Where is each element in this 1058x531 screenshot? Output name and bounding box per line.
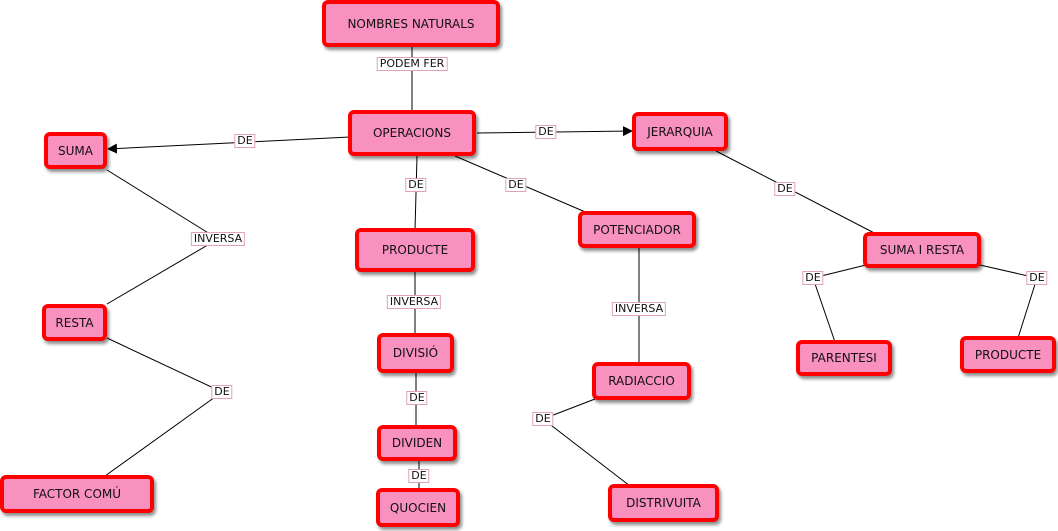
- node-suma[interactable]: SUMA: [44, 132, 107, 169]
- edge-sumaresta-producte-b: [1017, 277, 1038, 339]
- link-label-de-divisio: DE: [406, 391, 428, 405]
- edge-radiaccio-distrivuita-b: [542, 418, 631, 487]
- node-divisio[interactable]: DIVISIÓ: [377, 333, 454, 373]
- link-label-de-suma: DE: [234, 134, 256, 148]
- link-label-de-jerarquia-suma: DE: [774, 182, 796, 196]
- link-label-de-dividen: DE: [408, 469, 430, 483]
- node-producte[interactable]: PRODUCTE: [355, 228, 475, 272]
- node-potenciador[interactable]: POTENCIADOR: [578, 211, 696, 248]
- edge-suma-resta-a: [106, 169, 219, 240]
- node-resta[interactable]: RESTA: [42, 304, 107, 341]
- edge-suma-resta-b: [106, 238, 219, 305]
- link-label-inversa-suma: INVERSA: [190, 232, 246, 246]
- link-label-de-resta: DE: [211, 385, 233, 399]
- edge-jerarquia-sumaresta: [715, 150, 881, 237]
- link-label-inversa-producte: INVERSA: [386, 295, 442, 309]
- link-label-de-producte: DE: [405, 178, 427, 192]
- node-distrivuita[interactable]: DISTRIVUITA: [608, 484, 719, 522]
- node-dividen[interactable]: DIVIDEN: [377, 425, 457, 461]
- edge-resta-factor-b: [104, 391, 223, 477]
- node-suma-i-resta[interactable]: SUMA I RESTA: [863, 232, 981, 268]
- link-label-de-jerarquia: DE: [535, 125, 557, 139]
- node-parentesi[interactable]: PARENTESI: [796, 340, 892, 376]
- link-label-de-parentesi: DE: [802, 271, 824, 285]
- node-nombres-naturals[interactable]: NOMBRES NATURALS: [322, 0, 500, 47]
- edge-operacions-producte: [414, 155, 418, 231]
- edge-sumaresta-parentesi-b: [812, 277, 836, 343]
- edge-resta-factor: [106, 337, 223, 393]
- node-producte-2[interactable]: PRODUCTE: [960, 336, 1056, 373]
- edge-operacions-suma: [107, 136, 351, 154]
- node-factor-comu[interactable]: FACTOR COMÚ: [0, 475, 154, 513]
- link-label-de-potenciador: DE: [505, 178, 527, 192]
- node-quocien[interactable]: QUOCIEN: [376, 488, 460, 527]
- link-label-podem-fer: PODEM FER: [376, 57, 448, 71]
- link-label-de-radiaccio: DE: [532, 412, 554, 426]
- node-radiaccio[interactable]: RADIACCIO: [592, 362, 691, 400]
- node-operacions[interactable]: OPERACIONS: [348, 110, 476, 156]
- node-jerarquia[interactable]: JERARQUIA: [632, 112, 728, 151]
- link-label-inversa-potenciador: INVERSA: [611, 302, 667, 316]
- link-label-de-producte-2: DE: [1026, 271, 1048, 285]
